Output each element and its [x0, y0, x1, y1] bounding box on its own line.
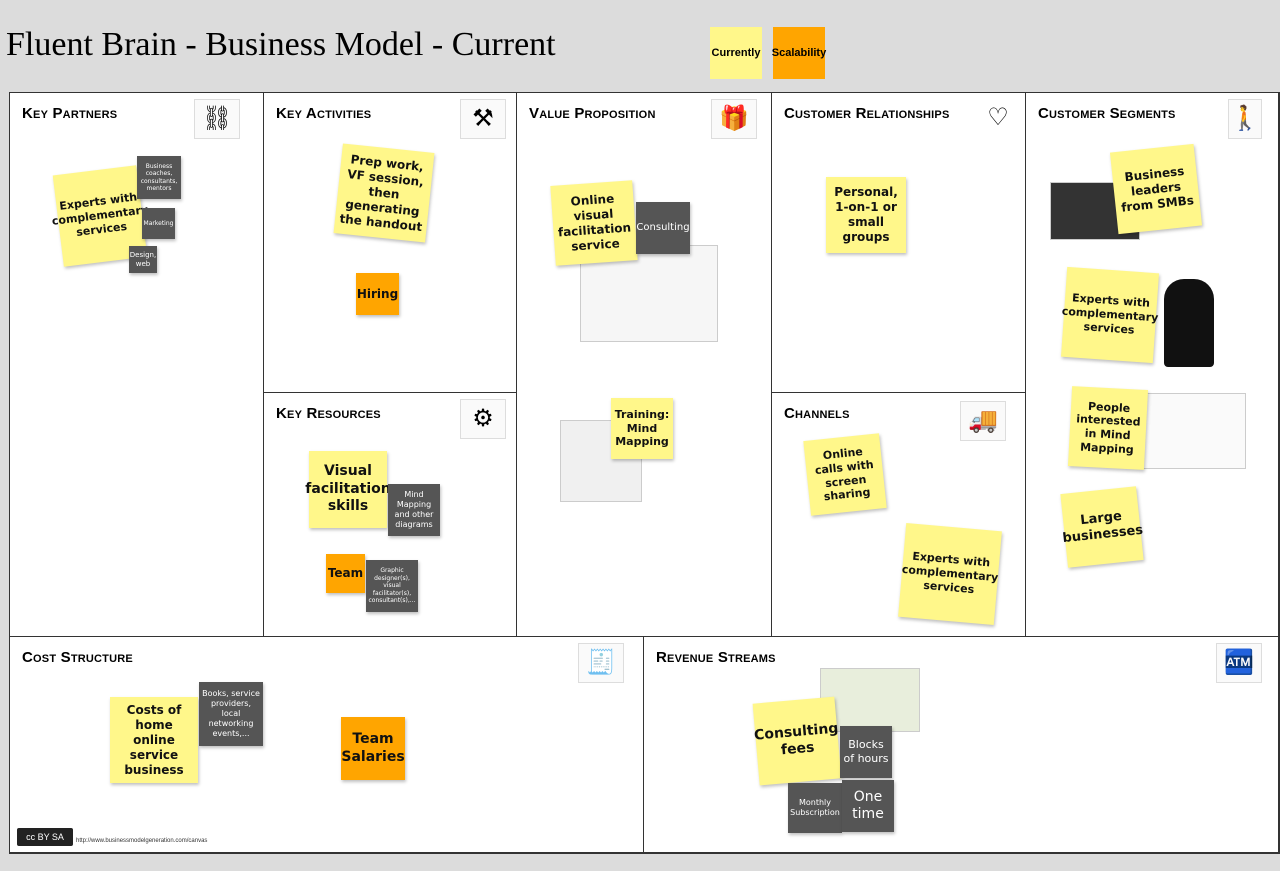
businessman-image	[1150, 275, 1234, 369]
receipt-icon: 🧾	[578, 643, 624, 683]
block-value-proposition: Value Proposition 🎁	[516, 92, 772, 637]
block-title: Cost Structure	[22, 649, 133, 666]
block-revenue-streams: Revenue Streams 🏧	[643, 636, 1280, 854]
detail-note: Blocks of hours	[840, 726, 892, 778]
block-title: Customer Segments	[1038, 105, 1176, 122]
worker-icon: ⚒	[460, 99, 506, 139]
detail-note: Marketing	[142, 208, 175, 239]
detail-note: Monthly Subscription	[788, 783, 842, 833]
cash-register-icon: 🏧	[1216, 643, 1262, 683]
sticky-note: Hiring	[356, 273, 399, 315]
gift-icon: 🎁	[711, 99, 757, 139]
sticky-note: Training: Mind Mapping	[611, 398, 673, 459]
footer-url[interactable]: http://www.businessmodelgeneration.com/c…	[76, 838, 208, 844]
sticky-note: People interested in Mind Mapping	[1067, 386, 1149, 470]
sticky-note: Costs of home online service business	[110, 697, 198, 783]
detail-note: Books, service providers, local networki…	[199, 682, 263, 746]
mind-map-image	[1140, 393, 1246, 469]
detail-note: Design, web	[129, 246, 157, 273]
sticky-note: Consulting fees	[752, 696, 842, 786]
sticky-note: Visual facilitation skills	[305, 451, 391, 528]
detail-note: Graphic designer(s), visual facilitator(…	[366, 560, 418, 612]
sticky-note: Experts with complementary services	[898, 522, 1002, 626]
block-title: Key Activities	[276, 105, 372, 122]
sticky-note: Prep work, VF session, then generating t…	[333, 143, 435, 243]
sticky-note: Team	[326, 554, 365, 593]
creative-commons-badge: cc BY SA	[17, 828, 73, 846]
legend-currently: Currently	[710, 27, 762, 79]
detail-note: Mind Mapping and other diagrams	[388, 484, 440, 536]
heart-icon: ♡	[987, 104, 1009, 131]
sticky-note: Team Salaries	[341, 717, 405, 780]
block-title: Key Partners	[22, 105, 118, 122]
sticky-note: Business leaders from SMBs	[1109, 143, 1203, 235]
detail-note: One time	[842, 780, 894, 832]
block-key-activities: Key Activities ⚒	[263, 92, 517, 393]
detail-note: Business coaches, consultants, mentors	[137, 156, 181, 199]
worker-icon: ⚙	[460, 399, 506, 439]
person-icon: 🚶	[1228, 99, 1262, 139]
page-title: Fluent Brain - Business Model - Current	[6, 26, 556, 63]
sticky-note: Personal, 1-on-1 or small groups	[826, 177, 906, 253]
sticky-note: Online calls with screen sharing	[803, 433, 887, 516]
legend-scalability: Scalability	[772, 27, 826, 79]
sticky-note: Experts with complementary services	[1060, 266, 1160, 364]
block-key-resources: Key Resources ⚙	[263, 392, 517, 637]
sticky-note: Large businesses	[1060, 486, 1144, 568]
block-title: Channels	[784, 405, 850, 422]
block-title: Revenue Streams	[656, 649, 776, 666]
detail-note: Consulting	[636, 202, 690, 254]
truck-icon: 🚚	[960, 401, 1006, 441]
block-title: Value Proposition	[529, 105, 656, 122]
block-cost-structure: Cost Structure 🧾	[9, 636, 644, 854]
block-title: Customer Relationships	[784, 105, 950, 122]
block-title: Key Resources	[276, 405, 381, 422]
sticky-note: Online visual facilitation service	[550, 180, 638, 266]
chain-link-icon: ⛓	[194, 99, 240, 139]
